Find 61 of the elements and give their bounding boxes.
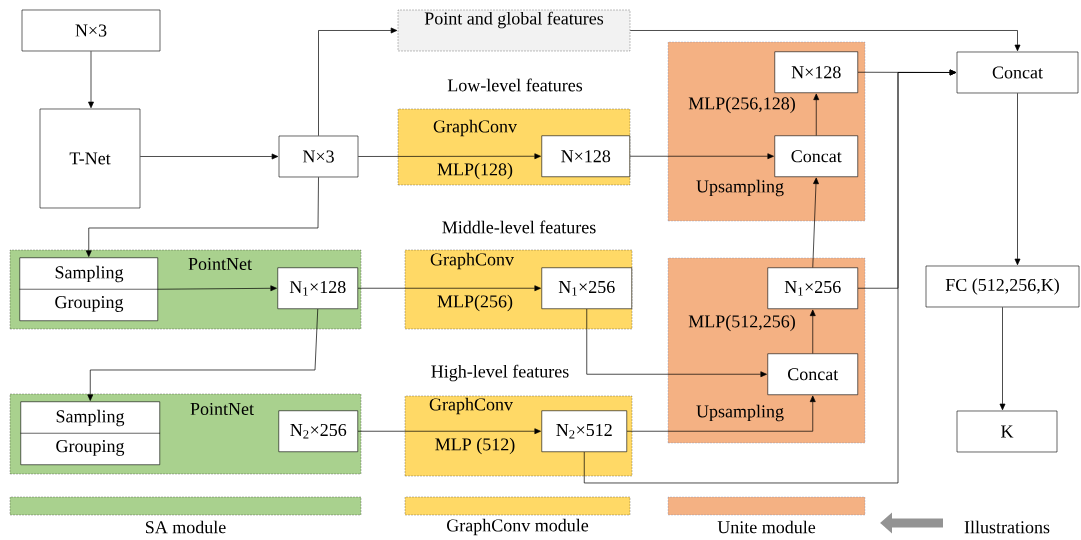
panel-label: PointNet [190, 402, 254, 416]
panel-label: Upsampling [696, 179, 784, 197]
arrow [1014, 92, 1021, 266]
panel-label: MLP(128) [437, 162, 513, 180]
split-box [19, 257, 159, 322]
process-box: Concat [774, 135, 859, 178]
panel-label: GraphConv [433, 119, 517, 137]
legend-label: GraphConv module [447, 518, 589, 536]
arrow [629, 153, 774, 160]
panel-label: Upsampling [696, 404, 784, 422]
split-box [20, 401, 161, 466]
arrow [999, 306, 1006, 411]
process-box: N×128 [774, 51, 859, 94]
feature-box [397, 9, 631, 52]
process-box: N$_{2}$×512 [541, 410, 628, 453]
process-box: N×3 [21, 9, 161, 52]
process-box: N$_{1}$×256 [767, 267, 859, 310]
arrow [318, 27, 398, 137]
process-box: Concat [767, 353, 859, 396]
panel-label: GraphConv [430, 252, 514, 270]
arrow [812, 177, 819, 268]
section-label: Low-level features [447, 78, 583, 92]
arrow [586, 308, 767, 378]
arrow [626, 395, 816, 432]
legend-label: SA module [145, 520, 226, 534]
process-box: K [956, 410, 1058, 453]
legend-label: Unite module [717, 520, 816, 534]
panel-label: GraphConv [429, 397, 513, 415]
arrow [629, 30, 1021, 52]
process-box: N×128 [541, 135, 631, 178]
panel-label: PointNet [188, 257, 252, 271]
box-label: Point and global features [424, 11, 604, 29]
section-label: Middle-level features [442, 220, 596, 234]
process-box: N×3 [278, 135, 359, 178]
section-label: High-level features [431, 364, 569, 382]
arrow [809, 309, 816, 354]
arrow [583, 69, 957, 484]
panel-label: MLP(512,256) [688, 314, 795, 332]
arrow [157, 285, 277, 292]
process-box: Concat [956, 51, 1079, 94]
box-label: Grouping [55, 296, 124, 312]
legend-heading: Illustrations [964, 520, 1050, 534]
panel-label: MLP(256,128) [688, 96, 795, 114]
box-label: Grouping [56, 440, 125, 456]
arrow [357, 153, 541, 160]
arrow [88, 50, 94, 109]
panel-label: MLP (512) [435, 437, 515, 455]
panel-label: MLP(256) [437, 294, 513, 312]
arrow [139, 153, 279, 160]
arrow [85, 176, 319, 257]
box-label: Sampling [56, 409, 125, 427]
arrow [357, 285, 541, 292]
arrow [357, 428, 541, 435]
process-box: T-Net [39, 108, 141, 209]
process-box: N$_{2}$×256 [278, 410, 359, 453]
arrow [87, 308, 319, 401]
box-label: Sampling [55, 265, 124, 283]
arrow [813, 93, 820, 136]
process-box: FC (512,256,K) [925, 265, 1080, 308]
process-box: N$_{1}$×128 [277, 267, 359, 310]
process-box: N$_{1}$×256 [541, 267, 633, 310]
